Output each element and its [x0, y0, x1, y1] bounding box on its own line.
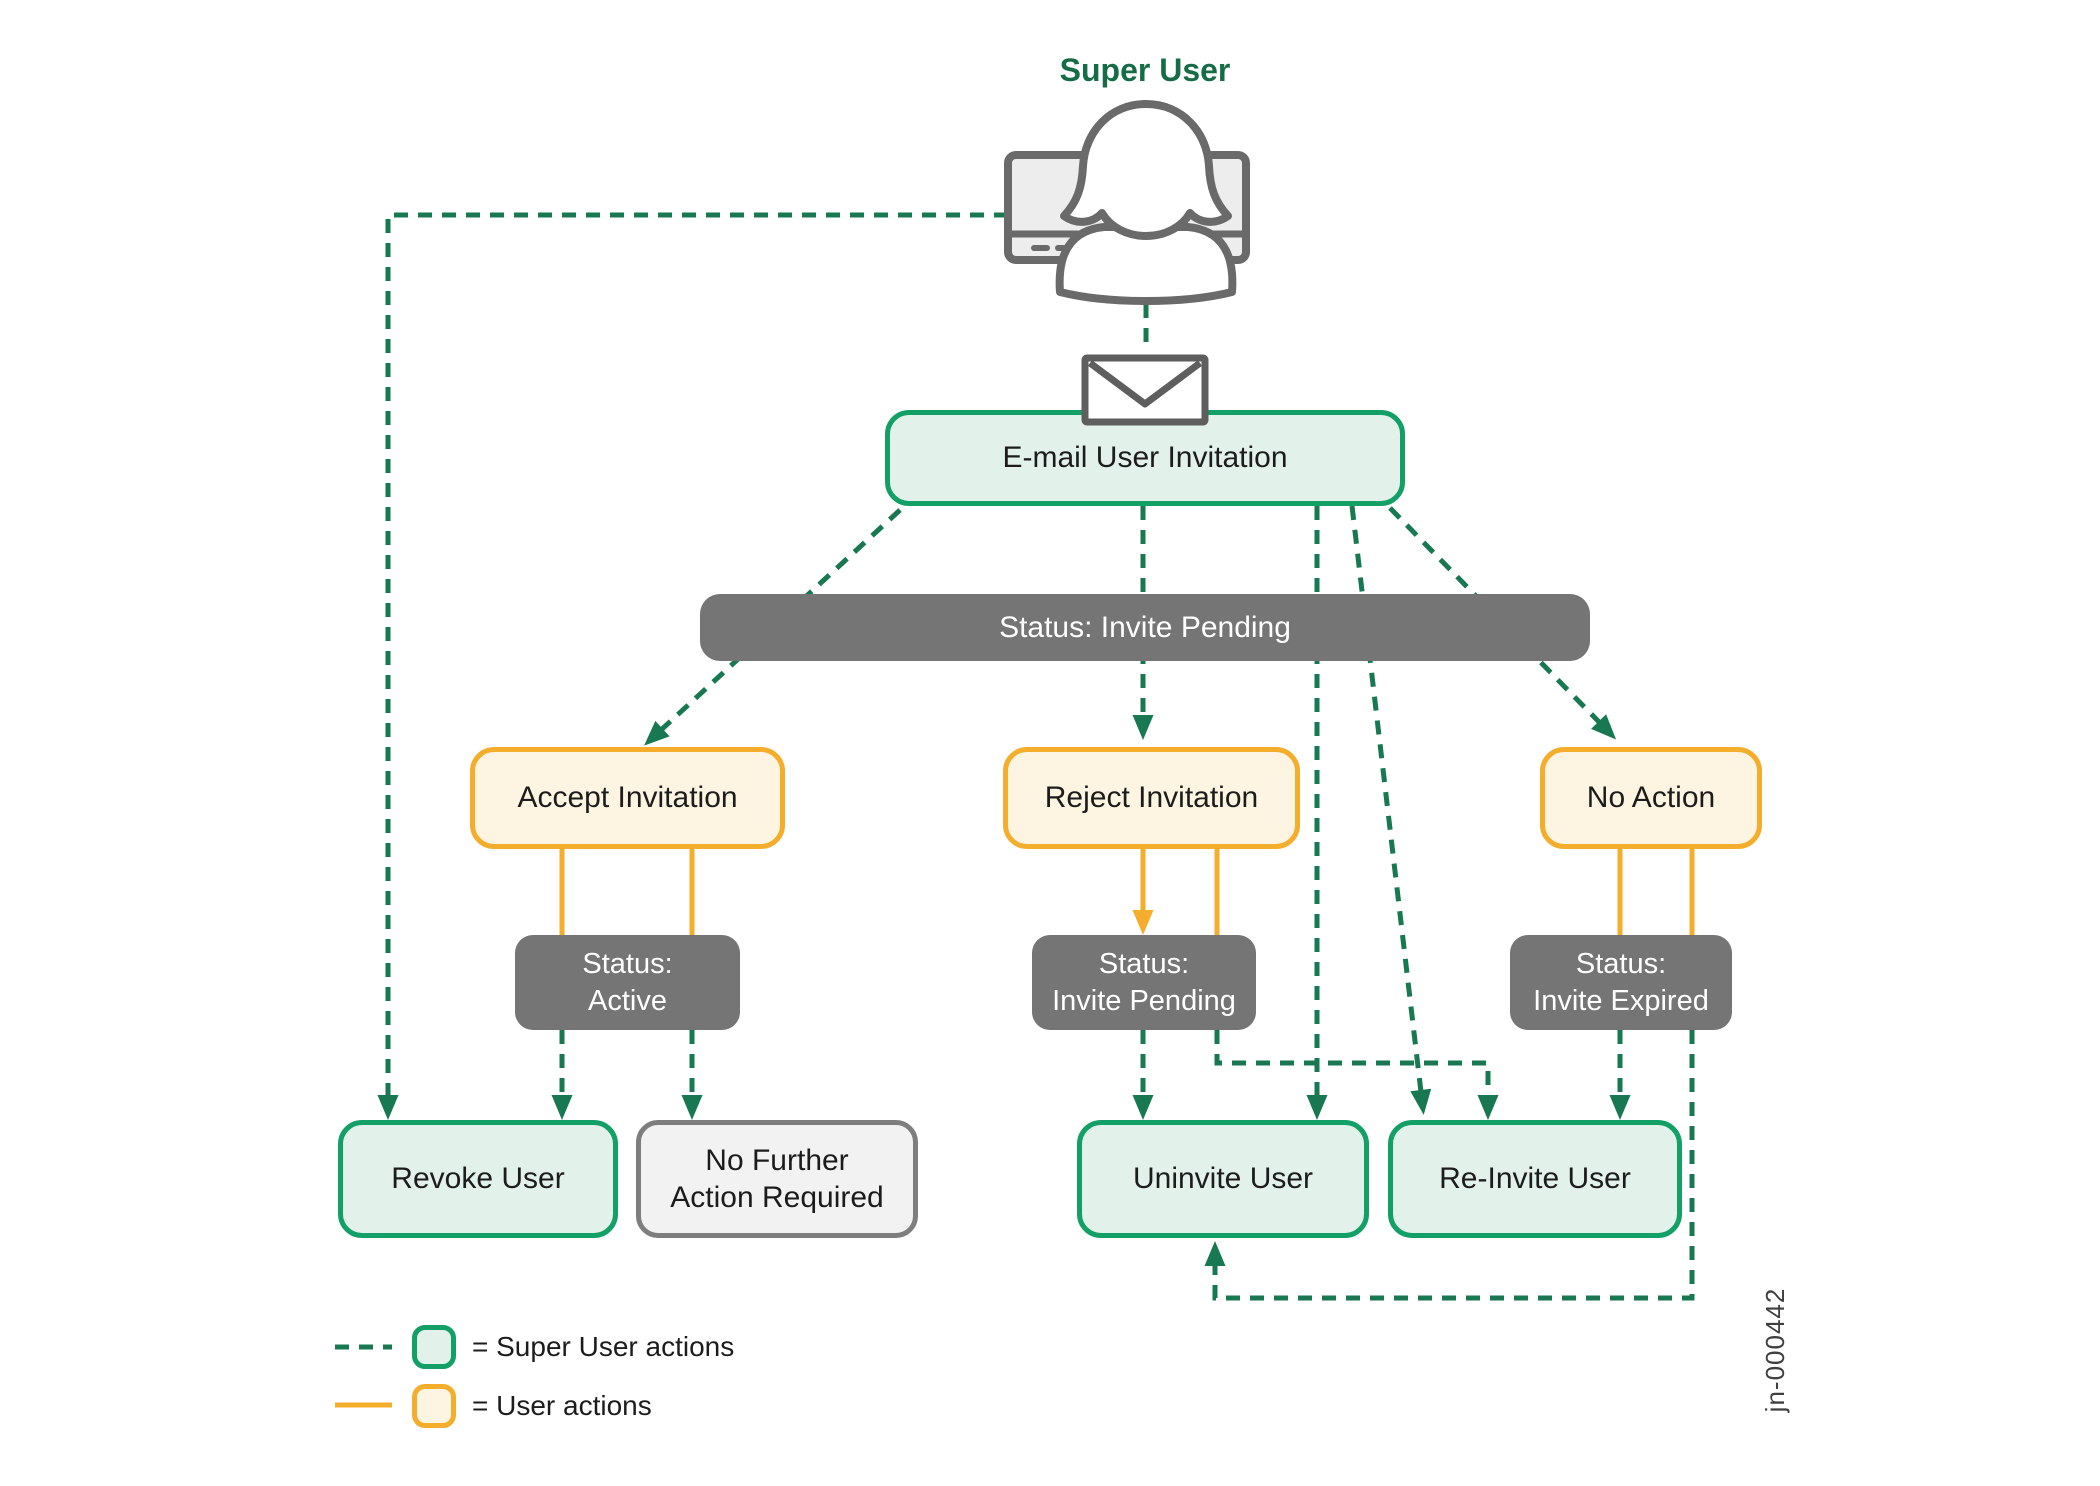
- legend-user-label: = User actions: [472, 1390, 652, 1421]
- legend-super-user-label: = Super User actions: [472, 1331, 735, 1362]
- no-further-line1: No Further: [705, 1143, 849, 1177]
- accept-invitation-label: Accept Invitation: [517, 781, 738, 815]
- super-user-person-icon: [1055, 100, 1237, 305]
- node-uninvite-user: Uninvite User: [1077, 1120, 1369, 1238]
- node-accept-invitation: Accept Invitation: [470, 747, 785, 849]
- no-further-line2: Action Required: [670, 1181, 884, 1214]
- status-invite-pending-line2: Invite Pending: [1052, 984, 1236, 1017]
- node-status-invite-pending-bar: Status: Invite Pending: [700, 594, 1590, 661]
- node-status-invite-pending: Status: Invite Pending: [1032, 935, 1256, 1030]
- legend-user-box-swatch: [412, 1384, 456, 1428]
- node-email-user-invitation: E-mail User Invitation: [885, 410, 1405, 506]
- reinvite-user-label: Re-Invite User: [1439, 1162, 1631, 1196]
- status-invite-expired-line1: Status:: [1575, 948, 1667, 981]
- node-email-user-invitation-label: E-mail User Invitation: [1002, 441, 1288, 475]
- node-reinvite-user: Re-Invite User: [1388, 1120, 1682, 1238]
- no-action-label: No Action: [1586, 781, 1716, 815]
- status-invite-pending-line1: Status:: [1098, 948, 1190, 981]
- status-invite-expired-line2: Invite Expired: [1533, 984, 1709, 1017]
- node-revoke-user: Revoke User: [338, 1120, 618, 1238]
- node-no-further-action-required: No Further Action Required: [636, 1120, 918, 1238]
- monitor-icon: [1004, 151, 1250, 264]
- status-active-line1: Status:: [582, 948, 673, 981]
- legend-super-user-box-swatch: [412, 1325, 456, 1369]
- revoke-user-label: Revoke User: [391, 1162, 565, 1196]
- reject-invitation-label: Reject Invitation: [1044, 781, 1259, 815]
- edge-status-invite-pending-to-reinvite-user: [1214, 1030, 1499, 1120]
- status-bar-label: Status: Invite Pending: [999, 610, 1291, 644]
- node-reject-invitation: Reject Invitation: [1003, 747, 1300, 849]
- figure-number: jn-000442: [1760, 1287, 1790, 1413]
- node-status-invite-expired: Status: Invite Expired: [1510, 935, 1732, 1030]
- page-title: Super User: [1059, 52, 1231, 88]
- node-status-active: Status: Active: [515, 935, 740, 1030]
- legend-row-user: = User actions: [335, 1381, 652, 1431]
- uninvite-user-label: Uninvite User: [1132, 1162, 1314, 1196]
- status-active-line2: Active: [588, 984, 667, 1017]
- legend-row-super-user: = Super User actions: [335, 1322, 734, 1372]
- node-no-action: No Action: [1540, 747, 1762, 849]
